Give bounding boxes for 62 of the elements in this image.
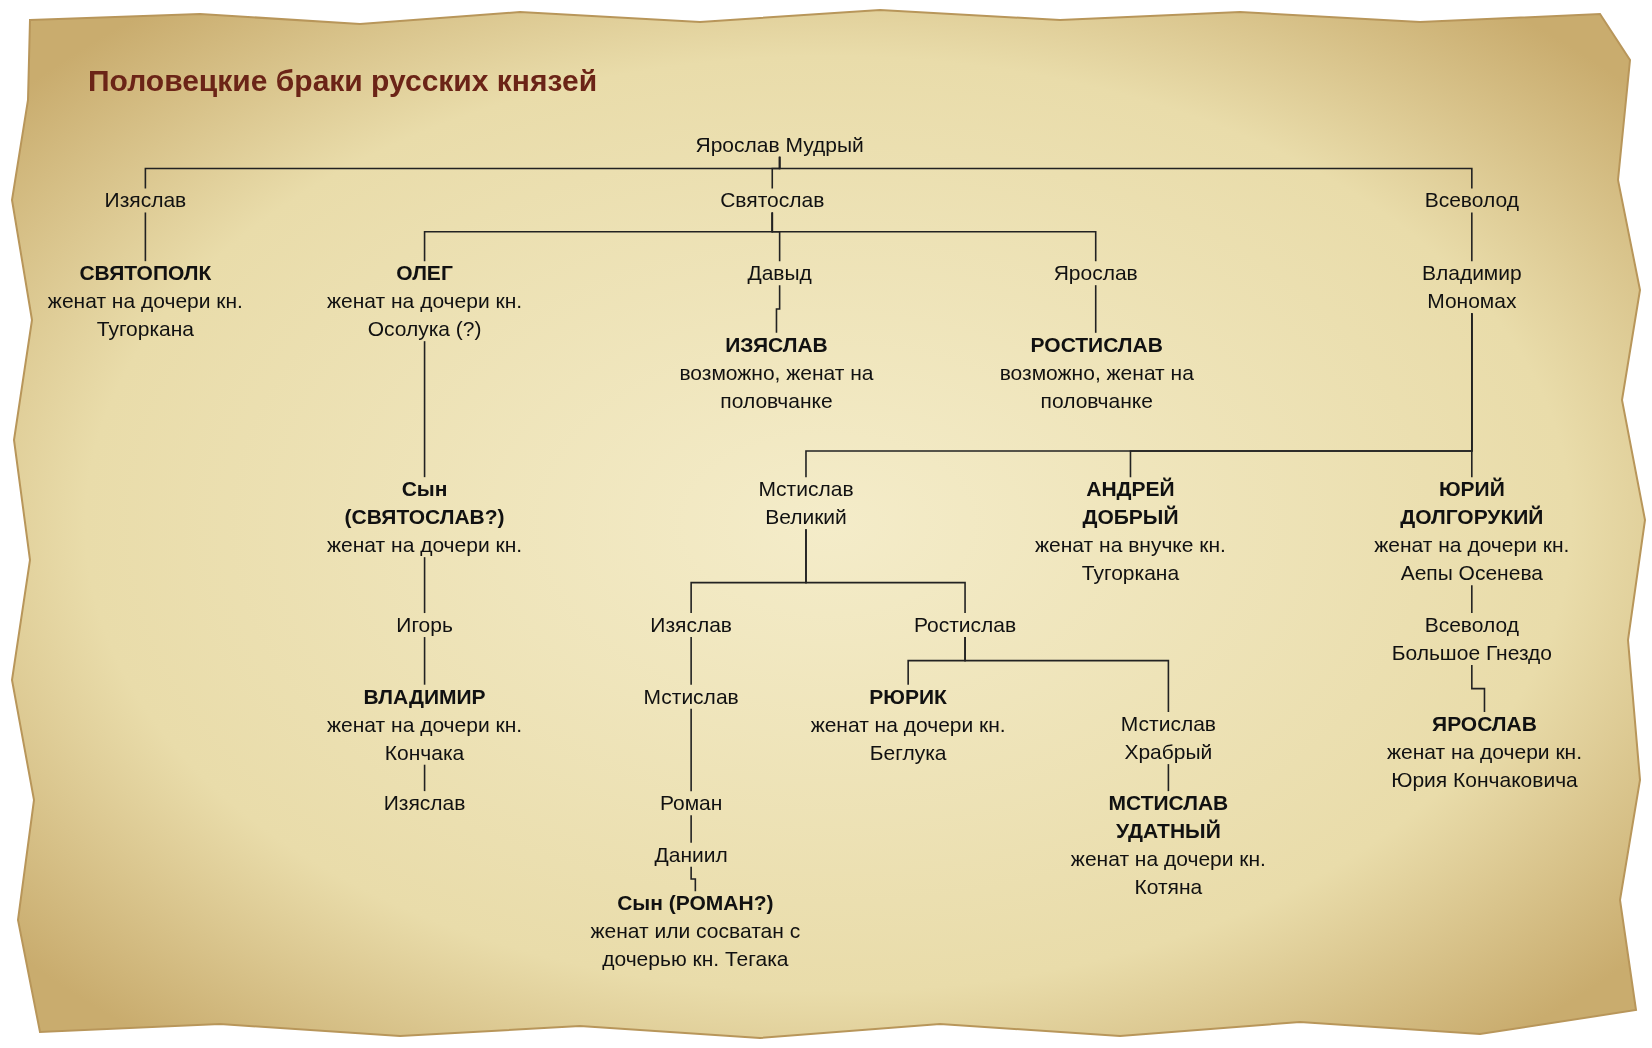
prince-name: Ярослав Мудрый	[694, 131, 865, 158]
family-line	[423, 636, 426, 686]
prince-name: Роман	[658, 790, 724, 817]
family-line	[964, 636, 1170, 713]
prince-name: РОСТИСЛАВ	[1029, 331, 1164, 358]
prince-name: МСТИСЛАВ УДАТНЫЙ	[1107, 790, 1230, 845]
marriage-note: женат на дочери кн. Осолука (?)	[326, 288, 524, 343]
prince-name: Сын (СВЯТОСЛАВ?)	[343, 476, 506, 531]
family-line	[771, 211, 1097, 262]
prince-name: Ростислав	[912, 612, 1018, 639]
family-line	[1471, 312, 1473, 478]
diagram-title: Половецкие браки русских князей	[88, 64, 598, 98]
prince-name: Всеволод	[1423, 187, 1520, 214]
family-line	[1471, 664, 1486, 713]
family-line	[690, 707, 692, 792]
marriage-note: возможно, женат на половчанке	[998, 359, 1195, 414]
marriage-note: женат на дочери кн. Беглука	[809, 711, 1007, 766]
prince-name: Даниил	[653, 841, 729, 868]
prince-name: Изяслав	[103, 187, 188, 214]
prince-name: Всеволод Большое Гнездо	[1390, 612, 1553, 667]
prince-name: Игорь	[395, 612, 454, 639]
family-line	[1471, 211, 1473, 262]
marriage-note: женат на дочери кн. Юрия Кончаковича	[1385, 739, 1583, 794]
prince-name: Мстислав Великий	[757, 476, 855, 531]
marriage-note: женат или сосватан с дочерью кн. Тегака	[589, 918, 802, 973]
prince-name: Святослав	[719, 187, 826, 214]
marriage-note: женат на дочери кн.	[326, 532, 524, 559]
prince-name: Мстислав Храбрый	[1119, 711, 1217, 766]
marriage-note: женат на дочери кн. Аепы Осенева	[1373, 532, 1571, 587]
family-line	[690, 814, 692, 844]
family-line	[1167, 763, 1170, 792]
family-line	[423, 340, 426, 478]
prince-name: Ярослав	[1052, 260, 1139, 287]
prince-name: ИЗЯСЛАВ	[724, 331, 829, 358]
family-line	[423, 763, 426, 792]
prince-name: АНДРЕЙ ДОБРЫЙ	[1081, 476, 1180, 531]
prince-name: ЮРИЙ ДОЛГОРУКИЙ	[1399, 476, 1545, 531]
prince-name: ЯРОСЛАВ	[1431, 711, 1538, 738]
prince-name: РЮРИК	[868, 683, 948, 710]
family-line	[144, 211, 147, 262]
prince-name: Давыд	[746, 260, 813, 287]
prince-name: ВЛАДИМИР	[362, 683, 487, 710]
family-line	[690, 636, 692, 686]
prince-name: Изяслав	[382, 790, 467, 817]
marriage-note: возможно, женат на половчанке	[678, 359, 875, 414]
marriage-note: женат на дочери кн. Тугоркана	[46, 288, 244, 343]
prince-name: ОЛЕГ	[395, 260, 454, 287]
prince-name: СВЯТОПОЛК	[78, 260, 213, 287]
marriage-note: женат на дочери кн. Котяна	[1069, 846, 1267, 901]
family-line	[423, 556, 426, 614]
marriage-note: женат на внучке кн. Тугоркана	[1034, 532, 1227, 587]
family-line	[778, 155, 1473, 190]
marriage-note: женат на дочери кн. Кончака	[326, 711, 524, 766]
prince-name: Изяслав	[649, 612, 733, 639]
family-line	[690, 865, 697, 892]
family-line	[775, 284, 781, 334]
family-line	[1471, 584, 1473, 614]
prince-name: Владимир Мономах	[1420, 260, 1523, 315]
family-line	[805, 528, 966, 614]
prince-name: Сын (РОМАН?)	[616, 890, 775, 917]
family-line	[1094, 284, 1097, 334]
prince-name: Мстислав	[642, 683, 740, 710]
